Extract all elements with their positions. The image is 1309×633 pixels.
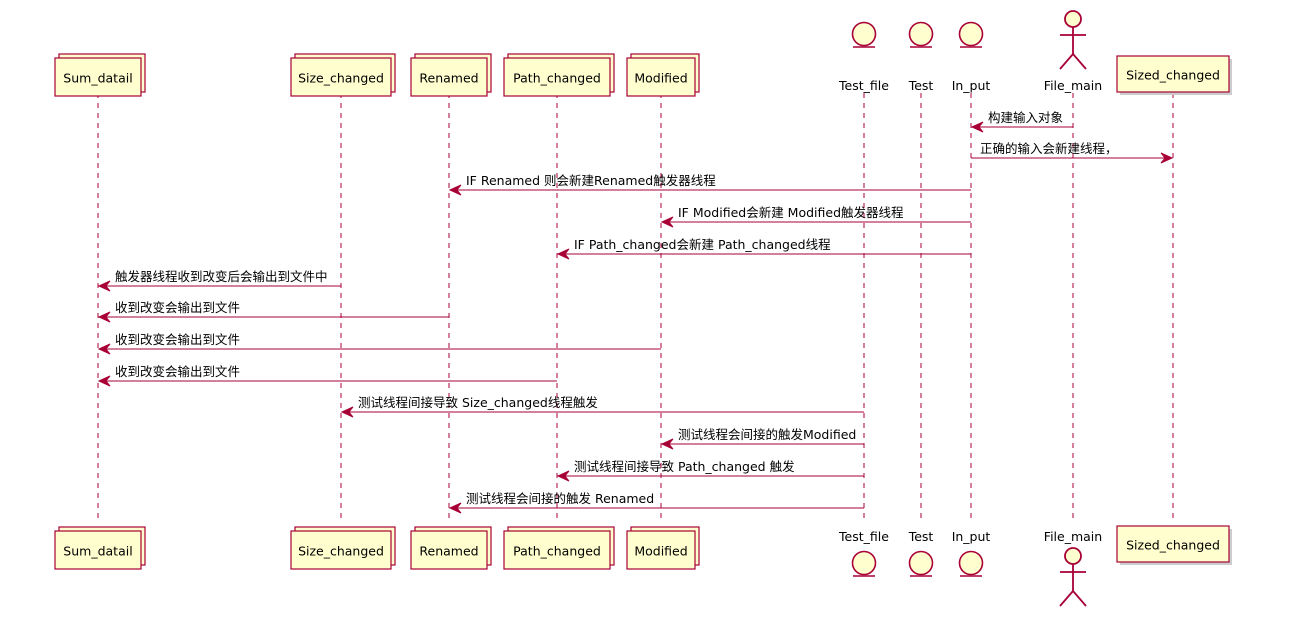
message-label: IF Path_changed会新建 Path_changed线程: [574, 237, 831, 252]
message-label: 测试线程会间接的触发 Renamed: [466, 491, 654, 506]
entity-test: Test: [908, 529, 934, 577]
message-4: IF Modified会新建 Modified触发器线程: [660, 205, 971, 228]
participant-label-test: Test: [908, 529, 934, 544]
participant-sized: Sized_changed: [1116, 55, 1232, 95]
entity-icon: [958, 21, 984, 47]
participant-label-input: In_put: [952, 529, 991, 544]
arrow-head-icon: [97, 280, 111, 292]
message-label: 触发器线程收到改变后会输出到文件中: [115, 269, 328, 284]
message-9: 收到改变会输出到文件: [97, 364, 557, 387]
message-label: 测试线程间接导致 Path_changed 触发: [574, 459, 795, 474]
participant-path: Path_changed: [503, 526, 615, 570]
arrow-head-icon: [556, 470, 570, 482]
participant-label-size: Size_changed: [298, 71, 384, 86]
participant-renamed: Renamed: [410, 526, 492, 570]
participant-modified: Modified: [626, 526, 700, 570]
entity-icon: [908, 550, 934, 576]
message-8: 收到改变会输出到文件: [97, 332, 661, 355]
participant-label-renamed: Renamed: [419, 71, 478, 86]
entity-test: Test: [908, 21, 934, 93]
entity-testfile: Test_file: [838, 21, 889, 93]
actor-icon: [1064, 547, 1082, 565]
participant-label-sum: Sum_datail: [63, 544, 132, 559]
message-11: 测试线程会间接的触发Modified: [660, 427, 864, 450]
participant-label-size: Size_changed: [298, 544, 384, 559]
participant-label-testfile: Test_file: [838, 529, 889, 544]
participant-label-renamed: Renamed: [419, 544, 478, 559]
actor-filemain: File_main: [1044, 10, 1102, 93]
participant-label-sum: Sum_datail: [63, 71, 132, 86]
entity-icon: [851, 21, 877, 47]
arrow-head-icon: [340, 406, 354, 418]
message-label: 收到改变会输出到文件: [115, 332, 240, 347]
message-label: 收到改变会输出到文件: [115, 364, 240, 379]
participant-label-modified: Modified: [634, 544, 687, 559]
actor-filemain: File_main: [1044, 529, 1102, 607]
arrow-head-icon: [970, 121, 984, 133]
arrow-head-icon: [448, 502, 462, 514]
participant-sum: Sum_datail: [54, 53, 146, 97]
message-12: 测试线程间接导致 Path_changed 触发: [556, 459, 864, 482]
participant-label-path: Path_changed: [513, 71, 601, 86]
message-label: 构建输入对象: [988, 110, 1063, 125]
participant-label-modified: Modified: [634, 71, 687, 86]
participant-sized: Sized_changed: [1116, 525, 1232, 565]
participant-label-path: Path_changed: [513, 544, 601, 559]
message-7: 收到改变会输出到文件: [97, 300, 449, 323]
entity-testfile: Test_file: [838, 529, 889, 577]
message-1: 构建输入对象: [970, 110, 1073, 133]
message-2: 正确的输入会新建线程，: [971, 141, 1174, 164]
participant-label-filemain: File_main: [1044, 529, 1102, 544]
entity-icon: [908, 21, 934, 47]
arrow-head-icon: [97, 343, 111, 355]
participant-label-sized: Sized_changed: [1126, 538, 1220, 553]
message-label: 测试线程会间接的触发Modified: [678, 427, 856, 442]
message-5: IF Path_changed会新建 Path_changed线程: [556, 237, 971, 260]
participant-modified: Modified: [626, 53, 700, 97]
arrow-head-icon: [97, 311, 111, 323]
arrow-head-icon: [660, 216, 674, 228]
participant-path: Path_changed: [503, 53, 615, 97]
message-3: IF Renamed 则会新建Renamed触发器线程: [448, 173, 971, 196]
actor-icon: [1064, 10, 1082, 28]
message-label: IF Renamed 则会新建Renamed触发器线程: [466, 173, 716, 188]
entity-icon: [958, 550, 984, 576]
arrow-head-icon: [660, 438, 674, 450]
message-13: 测试线程会间接的触发 Renamed: [448, 491, 864, 514]
participant-label-filemain: File_main: [1044, 78, 1102, 93]
entity-input: In_put: [952, 21, 991, 93]
entity-input: In_put: [952, 529, 991, 577]
participant-sum: Sum_datail: [54, 526, 146, 570]
participant-label-test: Test: [908, 78, 934, 93]
participant-label-input: In_put: [952, 78, 991, 93]
participant-label-testfile: Test_file: [838, 78, 889, 93]
participant-label-sized: Sized_changed: [1126, 68, 1220, 83]
arrow-head-icon: [448, 184, 462, 196]
arrow-head-icon: [556, 248, 570, 260]
message-10: 测试线程间接导致 Size_changed线程触发: [340, 395, 864, 418]
participant-size: Size_changed: [290, 526, 396, 570]
arrow-head-icon: [97, 375, 111, 387]
arrow-head-icon: [1160, 152, 1174, 164]
message-label: 正确的输入会新建线程，: [980, 141, 1118, 156]
entity-icon: [851, 550, 877, 576]
participant-size: Size_changed: [290, 53, 396, 97]
message-6: 触发器线程收到改变后会输出到文件中: [97, 269, 341, 292]
message-label: 收到改变会输出到文件: [115, 300, 240, 315]
participant-renamed: Renamed: [410, 53, 492, 97]
message-label: IF Modified会新建 Modified触发器线程: [678, 205, 904, 220]
message-label: 测试线程间接导致 Size_changed线程触发: [358, 395, 598, 410]
